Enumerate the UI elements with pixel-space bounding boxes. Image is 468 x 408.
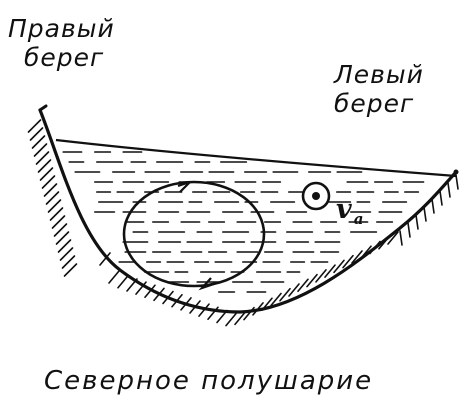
bank-hatch-line xyxy=(297,278,309,293)
bank-hatch-line xyxy=(431,198,435,214)
bank-hatch-line xyxy=(447,182,451,198)
bank-hatch-line xyxy=(37,159,52,173)
bank-hatch-line xyxy=(351,250,363,264)
bank-hatch-line xyxy=(55,231,70,245)
bank-hatch-line xyxy=(288,283,300,297)
bank-hatch-line xyxy=(455,174,459,190)
right-bank-label-line1: Правый xyxy=(8,14,115,43)
bank-hatch-line xyxy=(333,259,345,274)
circulation-loop-icon xyxy=(122,180,266,288)
bank-hatch-line xyxy=(53,223,68,237)
left-bank-label-line1: Левый xyxy=(334,60,424,89)
left-bank-label: Левый берег xyxy=(334,62,424,120)
circulation-arrow-top xyxy=(177,180,191,193)
bank-hatch-line xyxy=(270,292,282,307)
bank-left-tip xyxy=(38,104,48,112)
bank-hatch-line xyxy=(39,167,54,181)
right-bank-label-line2: берег xyxy=(24,43,105,72)
bank-hatch-line xyxy=(59,247,74,261)
bank-hatch-line xyxy=(63,263,78,277)
bank-hatch-line xyxy=(99,252,111,266)
bank-hatch-line xyxy=(45,191,60,205)
hemisphere-caption: Северное полушарие xyxy=(44,366,374,396)
right-bank-label: Правый берег xyxy=(8,16,115,74)
bank-hatch-line xyxy=(35,151,50,165)
circulation-arrow-bottom xyxy=(198,277,215,291)
bank-hatch-line xyxy=(324,264,336,278)
velocity-subscript: a xyxy=(353,210,365,228)
left-bank-label-line2: берег xyxy=(334,89,415,118)
bank-hatch-line xyxy=(439,190,443,206)
bank-hatch-line xyxy=(415,214,419,230)
bank-hatch-line xyxy=(47,199,62,213)
bank-hatch-line xyxy=(407,222,411,238)
bank-hatch-line xyxy=(108,270,120,284)
velocity-symbol: v xyxy=(336,194,353,225)
bank-hatch-line xyxy=(225,312,237,327)
bank-hatch-line xyxy=(423,206,427,222)
bank-hatch-line xyxy=(57,239,72,253)
bank-hatch-line xyxy=(387,231,399,245)
water-hatching xyxy=(62,151,425,293)
bank-hatch-line xyxy=(29,127,44,141)
bank-hatch-line xyxy=(135,281,147,295)
bank-hatch-line xyxy=(399,230,403,246)
velocity-label: va xyxy=(336,194,363,227)
water-surface-line xyxy=(55,138,457,178)
bank-hatch-line xyxy=(43,183,58,197)
bank-hatch-line xyxy=(49,207,64,221)
bank-hatch-line xyxy=(306,273,318,288)
riverbed-outline xyxy=(38,108,458,314)
bank-hatch-line xyxy=(61,255,76,269)
bank-hatch-line xyxy=(31,135,46,149)
bank-hatch-line xyxy=(234,311,246,326)
bank-hatch-line xyxy=(279,287,291,302)
bank-hatch-line xyxy=(33,143,48,157)
bank-hatch-line xyxy=(144,284,156,299)
bank-hatch-line xyxy=(51,215,66,229)
velocity-dot xyxy=(312,192,320,200)
bank-end-dot xyxy=(453,169,459,175)
bank-hatch-line xyxy=(315,269,327,283)
bank-hatch-line xyxy=(27,119,42,133)
bank-hatch-line xyxy=(342,254,354,269)
bank-hatch-line xyxy=(41,175,56,189)
bank-hatch-line xyxy=(117,274,129,289)
